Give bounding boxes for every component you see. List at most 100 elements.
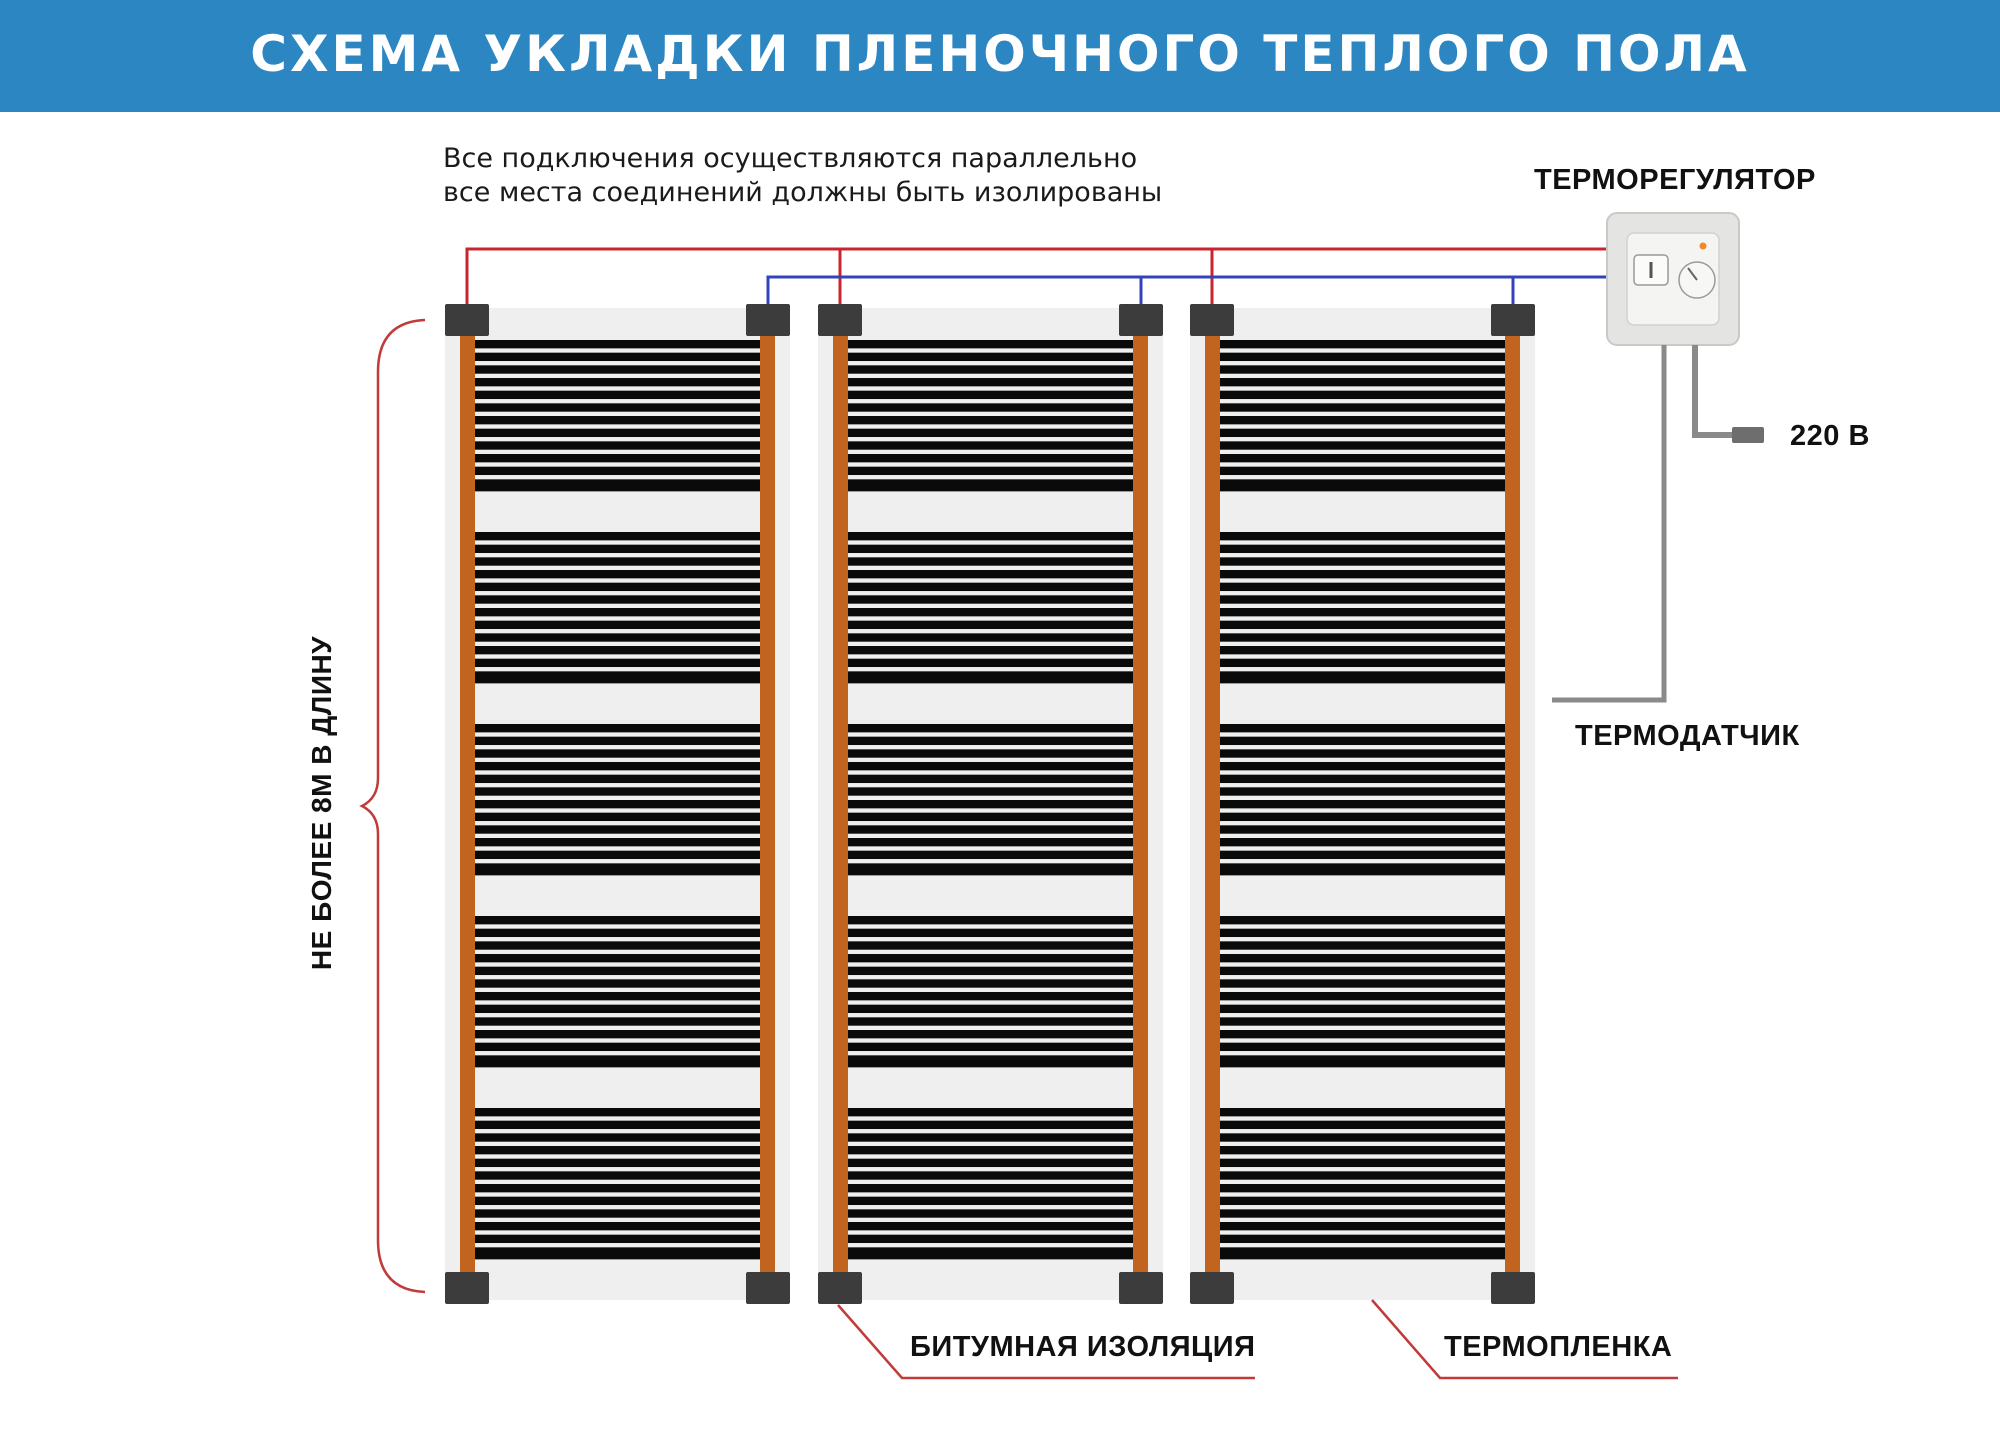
heating-stripe xyxy=(475,724,760,733)
heating-stripe xyxy=(475,749,760,758)
heating-stripe xyxy=(475,1017,760,1026)
heating-stripe xyxy=(848,1234,1133,1244)
heating-stripe xyxy=(475,1184,760,1193)
heating-stripe xyxy=(848,608,1133,617)
heating-stripe xyxy=(1220,620,1505,630)
heating-stripe xyxy=(848,966,1133,976)
heating-stripe xyxy=(848,979,1133,988)
heating-stripe xyxy=(1220,1133,1505,1142)
heating-stripe xyxy=(475,1030,760,1039)
film-strips xyxy=(445,304,1535,1304)
heating-stripe xyxy=(1220,1196,1505,1206)
contact-clamp xyxy=(818,1272,862,1304)
heating-stripe xyxy=(848,620,1133,630)
heating-stripe xyxy=(475,479,760,492)
copper-bus-left xyxy=(833,330,848,1278)
heating-stripe xyxy=(1220,850,1505,860)
heating-stripe xyxy=(1220,966,1505,976)
heating-stripe xyxy=(1220,1171,1505,1180)
heating-stripe xyxy=(848,1171,1133,1180)
copper-bus-left xyxy=(460,330,475,1278)
heating-stripe xyxy=(475,1247,760,1260)
heating-stripe xyxy=(475,633,760,642)
heating-stripe xyxy=(475,403,760,412)
heating-stripe xyxy=(848,1158,1133,1168)
heating-stripe xyxy=(1220,595,1505,604)
heating-stripe xyxy=(848,1108,1133,1117)
heating-stripe xyxy=(1220,928,1505,938)
heating-stripe xyxy=(1220,787,1505,796)
heating-stripe xyxy=(1220,544,1505,554)
heating-stripe xyxy=(848,825,1133,834)
heating-stripe xyxy=(475,838,760,847)
page-title: СХЕМА УКЛАДКИ ПЛЕНОЧНОГО ТЕПЛОГО ПОЛА xyxy=(250,25,1750,83)
heating-stripe xyxy=(848,1030,1133,1039)
heating-stripe xyxy=(475,800,760,809)
heating-stripe xyxy=(848,1042,1133,1052)
heating-stripe xyxy=(475,762,760,771)
heating-stripe xyxy=(848,1055,1133,1068)
heating-stripe xyxy=(1220,378,1505,387)
heating-stripe xyxy=(848,838,1133,847)
heating-stripe xyxy=(475,850,760,860)
heating-stripe xyxy=(475,1120,760,1130)
length-brace xyxy=(359,318,426,1294)
heating-stripe xyxy=(1220,1247,1505,1260)
heating-stripe xyxy=(475,954,760,963)
film-strip-1 xyxy=(445,304,790,1304)
heating-stripe xyxy=(848,352,1133,362)
power-cable xyxy=(1692,345,1738,438)
heating-stripe xyxy=(1220,658,1505,668)
heating-stripe xyxy=(1220,800,1505,809)
heating-stripe xyxy=(1220,633,1505,642)
heating-stripe xyxy=(475,992,760,1001)
neutral-wire-main xyxy=(766,275,1607,308)
heating-stripe xyxy=(1220,825,1505,834)
film-strip-2 xyxy=(818,304,1163,1304)
contact-clamp xyxy=(1491,304,1535,336)
heating-stripe xyxy=(475,340,760,349)
contact-clamp xyxy=(1190,304,1234,336)
heating-stripe xyxy=(475,454,760,463)
heating-stripe xyxy=(475,646,760,655)
copper-bus-right xyxy=(1133,330,1148,1278)
heating-stripe xyxy=(475,620,760,630)
contact-clamp xyxy=(445,304,489,336)
heating-stripe xyxy=(848,378,1133,387)
heating-stripe xyxy=(848,992,1133,1001)
bitumen-insulation-leader xyxy=(837,1304,1255,1380)
supply-wires xyxy=(465,247,1607,308)
heating-stripe xyxy=(1220,1120,1505,1130)
heating-stripe xyxy=(848,850,1133,860)
contact-clamp xyxy=(445,1272,489,1304)
heating-stripe xyxy=(848,582,1133,592)
heating-stripe xyxy=(475,428,760,438)
heating-stripe xyxy=(475,416,760,425)
heating-stripe xyxy=(475,1158,760,1168)
thermostat-device xyxy=(1606,212,1740,346)
heating-stripe xyxy=(848,774,1133,784)
heating-stripe xyxy=(848,441,1133,450)
film-strip-3 xyxy=(1190,304,1535,1304)
thermostat-label: ТЕРМОРЕГУЛЯТОР xyxy=(1534,164,1816,196)
heating-stripe xyxy=(848,595,1133,604)
heating-stripe xyxy=(848,863,1133,876)
heating-stripe xyxy=(848,365,1133,374)
heating-stripe xyxy=(848,749,1133,758)
heating-stripe xyxy=(1220,941,1505,950)
heating-stripe xyxy=(1220,570,1505,579)
heating-stripe xyxy=(1220,608,1505,617)
heating-stripe xyxy=(475,825,760,834)
connection-note-line-1: Все подключения осуществляются параллель… xyxy=(443,143,1138,174)
heating-stripe xyxy=(1220,1158,1505,1168)
heating-stripe xyxy=(848,941,1133,950)
heating-stripe xyxy=(1220,762,1505,771)
heating-stripe xyxy=(1220,1004,1505,1014)
contact-clamp xyxy=(1119,304,1163,336)
heating-stripe xyxy=(1220,1030,1505,1039)
heating-stripe xyxy=(848,1133,1133,1142)
heating-stripe xyxy=(1220,557,1505,566)
heating-stripe xyxy=(475,1234,760,1244)
power-supply-label: 220 В xyxy=(1790,420,1870,452)
heating-stripe xyxy=(848,724,1133,733)
